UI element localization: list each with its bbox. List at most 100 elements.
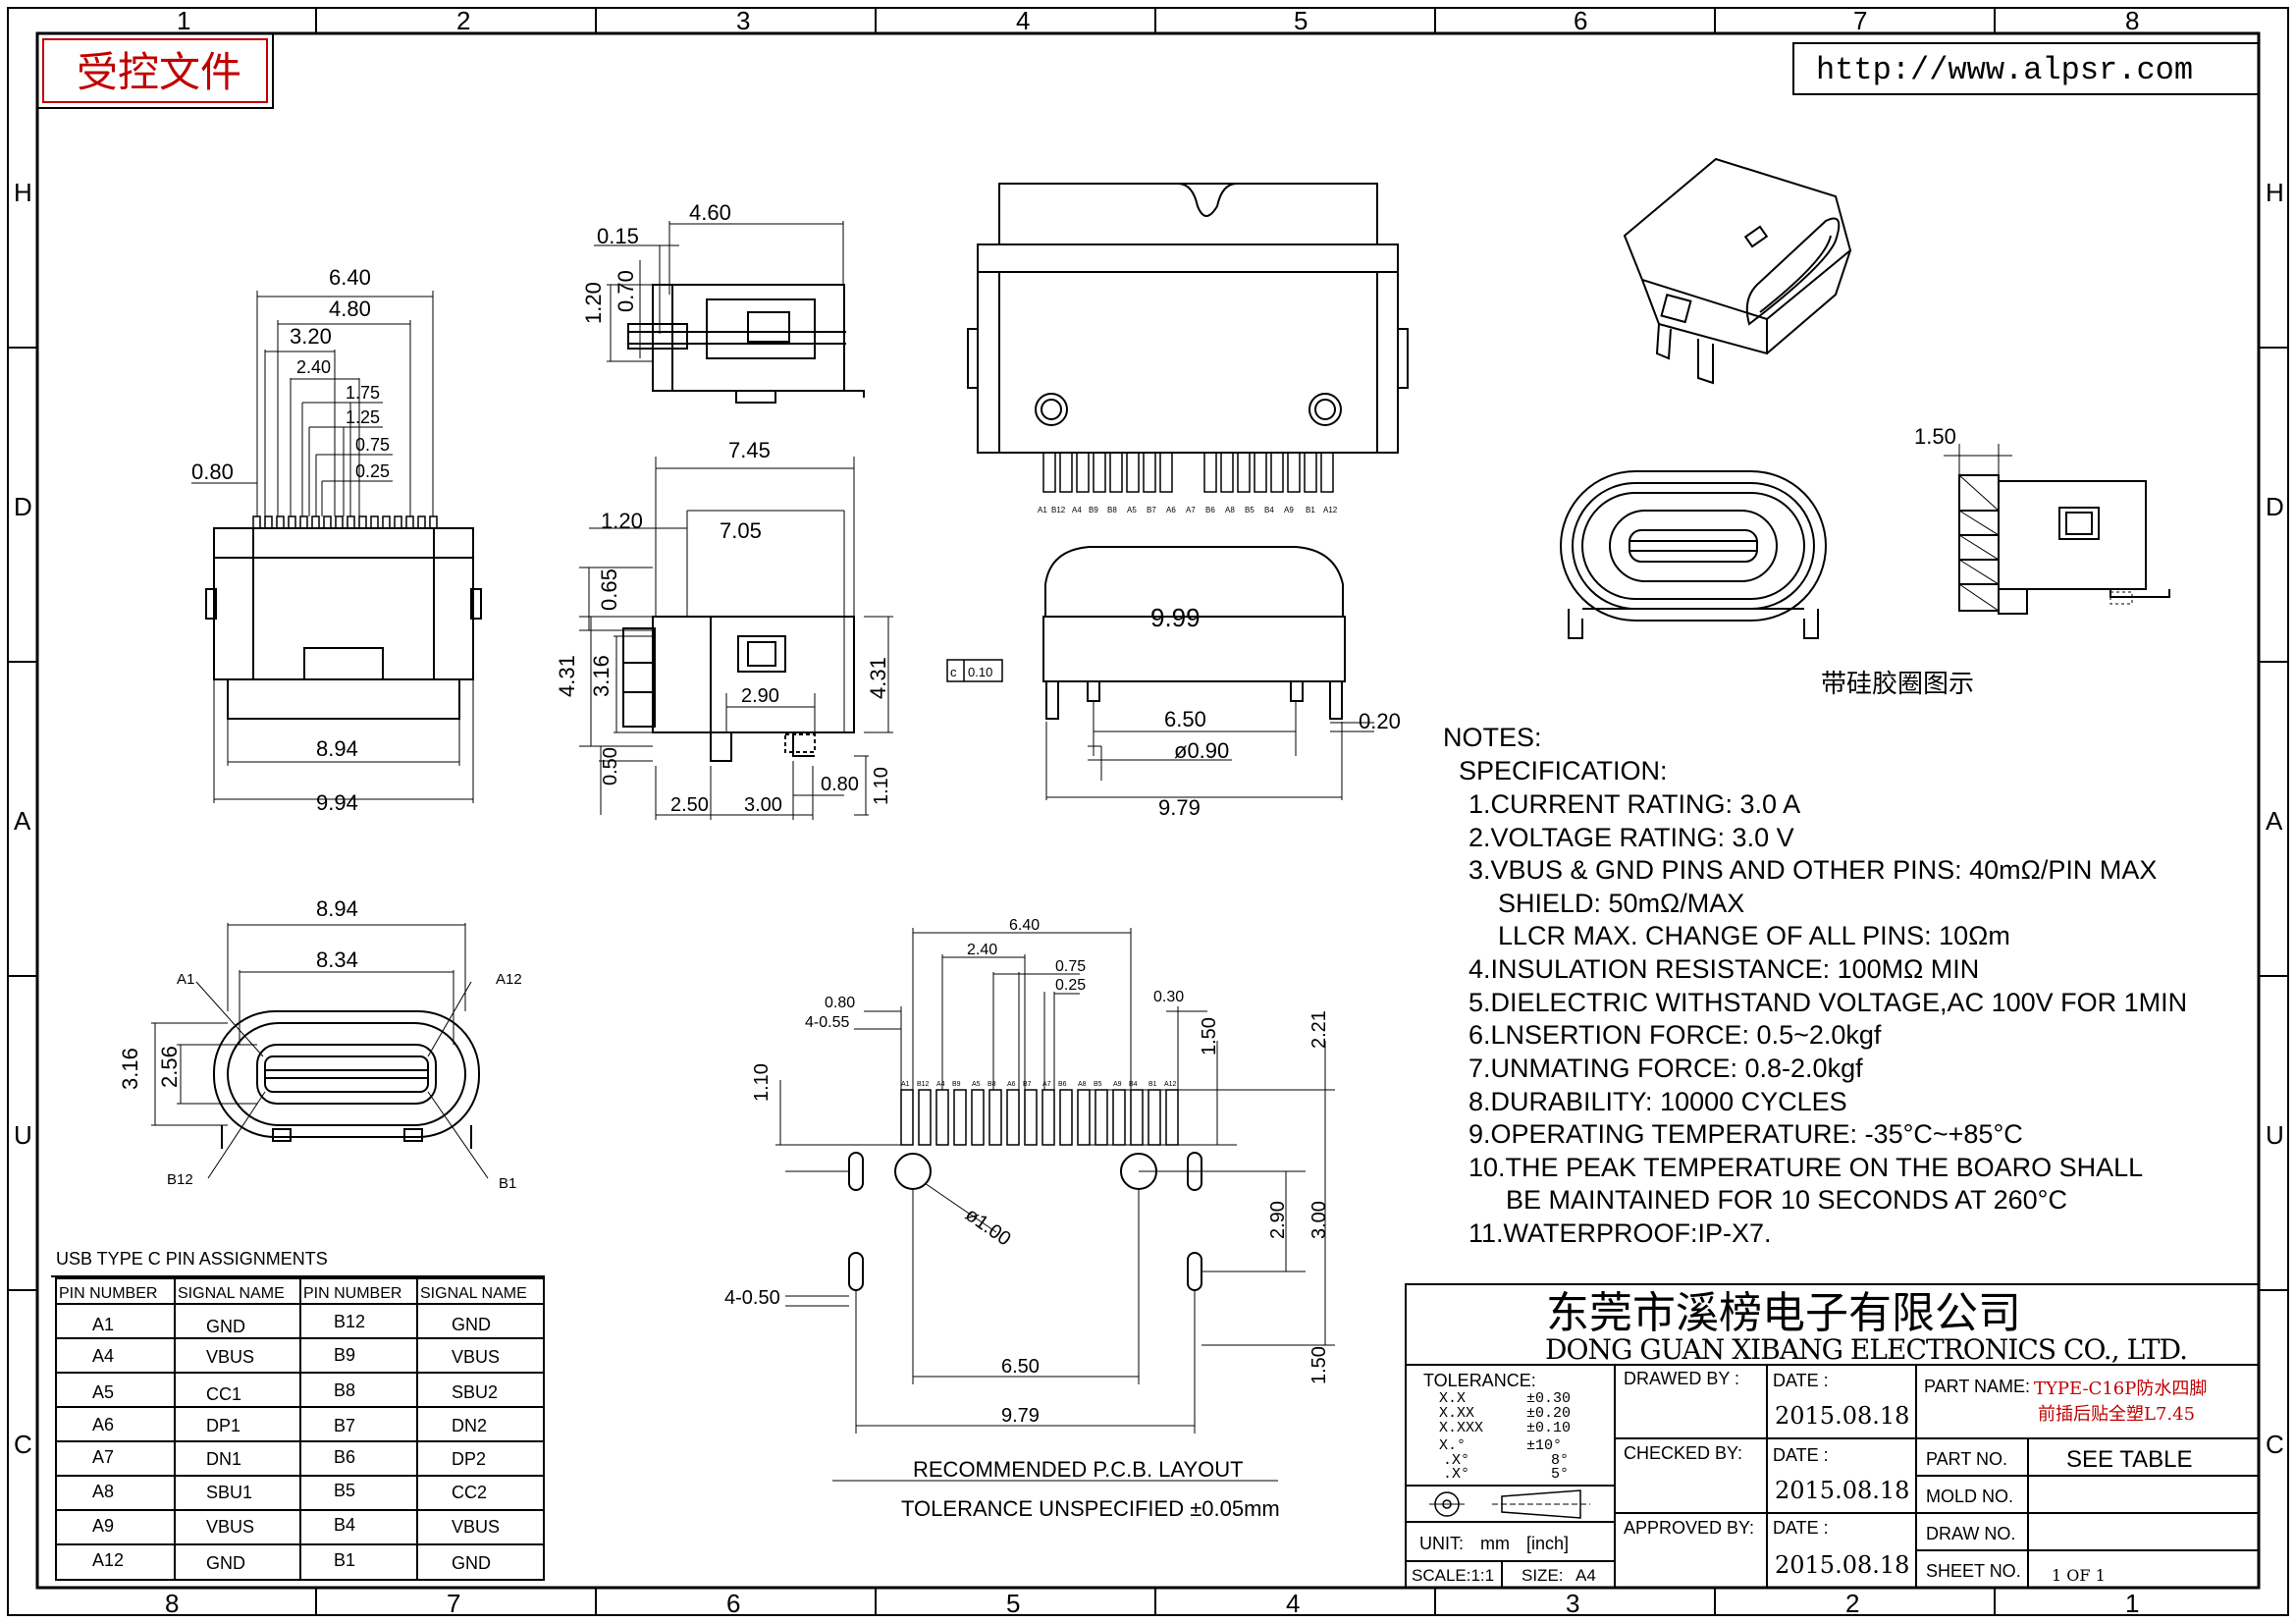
- tolerance-keys: X.X X.XX X.XXX X.° .X° .X° ±0.30 ±0.20 ±…: [1439, 1390, 1571, 1483]
- dim-pcb-0-80: 0.80: [825, 995, 855, 1011]
- dim-mid-4-31-left: 4.31: [555, 655, 579, 697]
- tol-val-4: 8°: [1551, 1452, 1569, 1469]
- pin-cell-3-0: A6: [92, 1415, 114, 1434]
- col-marker-7: 7: [1853, 6, 1867, 35]
- top-pin-label-0: A1: [1038, 506, 1047, 514]
- pin-table-header: PIN NUMBER SIGNAL NAME PIN NUMBER SIGNAL…: [59, 1285, 527, 1302]
- dim-mid-0-65: 0.65: [597, 568, 621, 611]
- drawed-by-label: DRAWED BY :: [1624, 1369, 1739, 1388]
- dim-front-6-50: 6.50: [1164, 707, 1206, 731]
- part-name-label: PART NAME:: [1924, 1377, 2030, 1396]
- note-line-4: LLCR MAX. CHANGE OF ALL PINS: 10Ωm: [1498, 921, 2010, 950]
- col-marker-bottom-5: 5: [1006, 1589, 1020, 1618]
- dim-pcb-1-10: 1.10: [751, 1063, 773, 1102]
- iso-view: [1623, 157, 1852, 385]
- col-marker-bottom-6: 6: [726, 1589, 740, 1618]
- pin-table-body: A1 GND B12 GND A4 VBUS B9 VBUS A5 CC1 B8…: [92, 1312, 500, 1573]
- side-view-small: [594, 221, 865, 404]
- note-line-1: 2.VOLTAGE RATING: 3.0 V: [1468, 823, 1794, 852]
- part-no-label: PART NO.: [1926, 1449, 2007, 1469]
- pcb-pin-label-11: B5: [1094, 1081, 1102, 1088]
- tol-val-2: ±0.10: [1526, 1420, 1571, 1436]
- col-marker-3: 3: [736, 6, 750, 35]
- dim-face-2-56: 2.56: [157, 1046, 182, 1088]
- pin-cell-0-2: B12: [334, 1312, 365, 1331]
- pin-cell-0-3: GND: [452, 1315, 491, 1334]
- unit-alt: [inch]: [1526, 1534, 1569, 1553]
- dim-gasket-1-50: 1.50: [1914, 424, 1956, 449]
- top-pin-label-10: A8: [1225, 506, 1235, 514]
- unit-value: mm: [1480, 1534, 1510, 1553]
- pcb-caption-2: TOLERANCE UNSPECIFIED ±0.05mm: [901, 1496, 1280, 1521]
- mating-face-view: [151, 923, 489, 1179]
- dim-face-8-94: 8.94: [316, 896, 358, 921]
- dim-top-6-40: 6.40: [329, 265, 371, 290]
- pin-cell-6-1: VBUS: [206, 1517, 254, 1537]
- pcb-pin-label-7: B7: [1023, 1081, 1032, 1088]
- pin-cell-4-1: DN1: [206, 1449, 241, 1469]
- dim-front-0-90: ø0.90: [1174, 738, 1229, 763]
- part-name-line-1: TYPE-C16P防水四脚: [2034, 1379, 2207, 1399]
- top-pin-label-13: A9: [1284, 506, 1294, 514]
- dim-top-1-25: 1.25: [346, 407, 380, 427]
- sheet-no-label: SHEET NO.: [1926, 1561, 2021, 1581]
- note-line-3: SHIELD: 50mΩ/MAX: [1498, 889, 1744, 918]
- top-pin-label-1: B12: [1051, 506, 1066, 514]
- title-block-grid: [51, 1275, 2260, 1589]
- note-line-9: 8.DURABILITY: 10000 CYCLES: [1468, 1087, 1847, 1116]
- pcb-pin-label-0: A1: [901, 1081, 910, 1088]
- dim-pcb-4-055: 4-0.55: [805, 1014, 849, 1031]
- dim-mid-3-00: 3.00: [744, 794, 782, 816]
- pin-cell-7-3: GND: [452, 1553, 491, 1573]
- dim-front-tol-letter: c: [950, 665, 957, 679]
- pin-cell-1-0: A4: [92, 1346, 114, 1366]
- pcb-pin-label-13: B4: [1129, 1081, 1138, 1088]
- dim-mid-1-20: 1.20: [601, 509, 643, 533]
- face-label-A1: A1: [177, 971, 194, 988]
- website-box: [1792, 42, 2260, 95]
- controlled-doc-label: 受控文件: [77, 48, 241, 96]
- dim-pcb-phi1: ø1.00: [961, 1204, 1015, 1250]
- col-marker-6: 6: [1574, 6, 1587, 35]
- pin-cell-5-1: SBU1: [206, 1483, 252, 1502]
- unit-label: UNIT:: [1419, 1534, 1464, 1553]
- col-marker-1: 1: [177, 6, 190, 35]
- col-marker-bottom-2: 2: [1845, 1589, 1859, 1618]
- tol-key-0: X.X: [1439, 1390, 1466, 1407]
- top-pin-label-11: B5: [1245, 506, 1255, 514]
- note-line-10: 9.OPERATING TEMPERATURE: -35°C~+85°C: [1468, 1119, 2023, 1149]
- dim-front-9-99: 9.99: [1150, 603, 1201, 632]
- pin-cell-3-1: DP1: [206, 1416, 240, 1435]
- dim-mid-3-16: 3.16: [589, 655, 614, 697]
- part-no-value: SEE TABLE: [2066, 1446, 2193, 1473]
- tol-key-4: .X°: [1443, 1452, 1469, 1469]
- row-marker-right-A: A: [2266, 806, 2283, 836]
- gasket-face-view: [1560, 470, 1827, 639]
- approved-by-label: APPROVED BY:: [1624, 1518, 1754, 1538]
- pin-cell-5-3: CC2: [452, 1483, 487, 1502]
- row-marker-right-D: D: [2266, 492, 2284, 521]
- pcb-pin-labels: A1 B12 A4 B9 A5 B8 A6 B7 A7 B6 A8 B5 A9 …: [901, 1081, 1177, 1088]
- website-url[interactable]: http://www.alpsr.com: [1816, 52, 2193, 88]
- front-view-middle: [946, 546, 1374, 800]
- pin-cell-5-0: A8: [92, 1482, 114, 1501]
- pin-cell-6-2: B4: [334, 1515, 355, 1535]
- note-line-5: 4.INSULATION RESISTANCE: 100MΩ MIN: [1468, 954, 1979, 984]
- row-marker-right-H: H: [2266, 178, 2284, 207]
- dim-mid-4-31-right: 4.31: [866, 657, 890, 699]
- col-marker-bottom-8: 8: [165, 1589, 179, 1618]
- dim-pcb-2-40: 2.40: [967, 942, 997, 958]
- dim-side-4-60: 4.60: [689, 200, 731, 225]
- pcb-pin-label-8: A7: [1042, 1081, 1051, 1088]
- company-name-cn: 东莞市溪榜电子有限公司: [1546, 1288, 2021, 1338]
- column-ticks: [8, 8, 2288, 1615]
- note-line-8: 7.UNMATING FORCE: 0.8-2.0kgf: [1468, 1054, 1863, 1083]
- dim-side-1-20: 1.20: [581, 282, 606, 324]
- pin-table-title: USB TYPE C PIN ASSIGNMENTS: [56, 1249, 328, 1269]
- top-view: [191, 291, 482, 803]
- top-pin-label-9: B6: [1205, 506, 1215, 514]
- pcb-pin-label-6: A6: [1007, 1081, 1016, 1088]
- dim-pcb-0-25: 0.25: [1055, 977, 1086, 994]
- note-line-13: 11.WATERPROOF:IP-X7.: [1468, 1218, 1772, 1248]
- pin-cell-6-0: A9: [92, 1516, 114, 1536]
